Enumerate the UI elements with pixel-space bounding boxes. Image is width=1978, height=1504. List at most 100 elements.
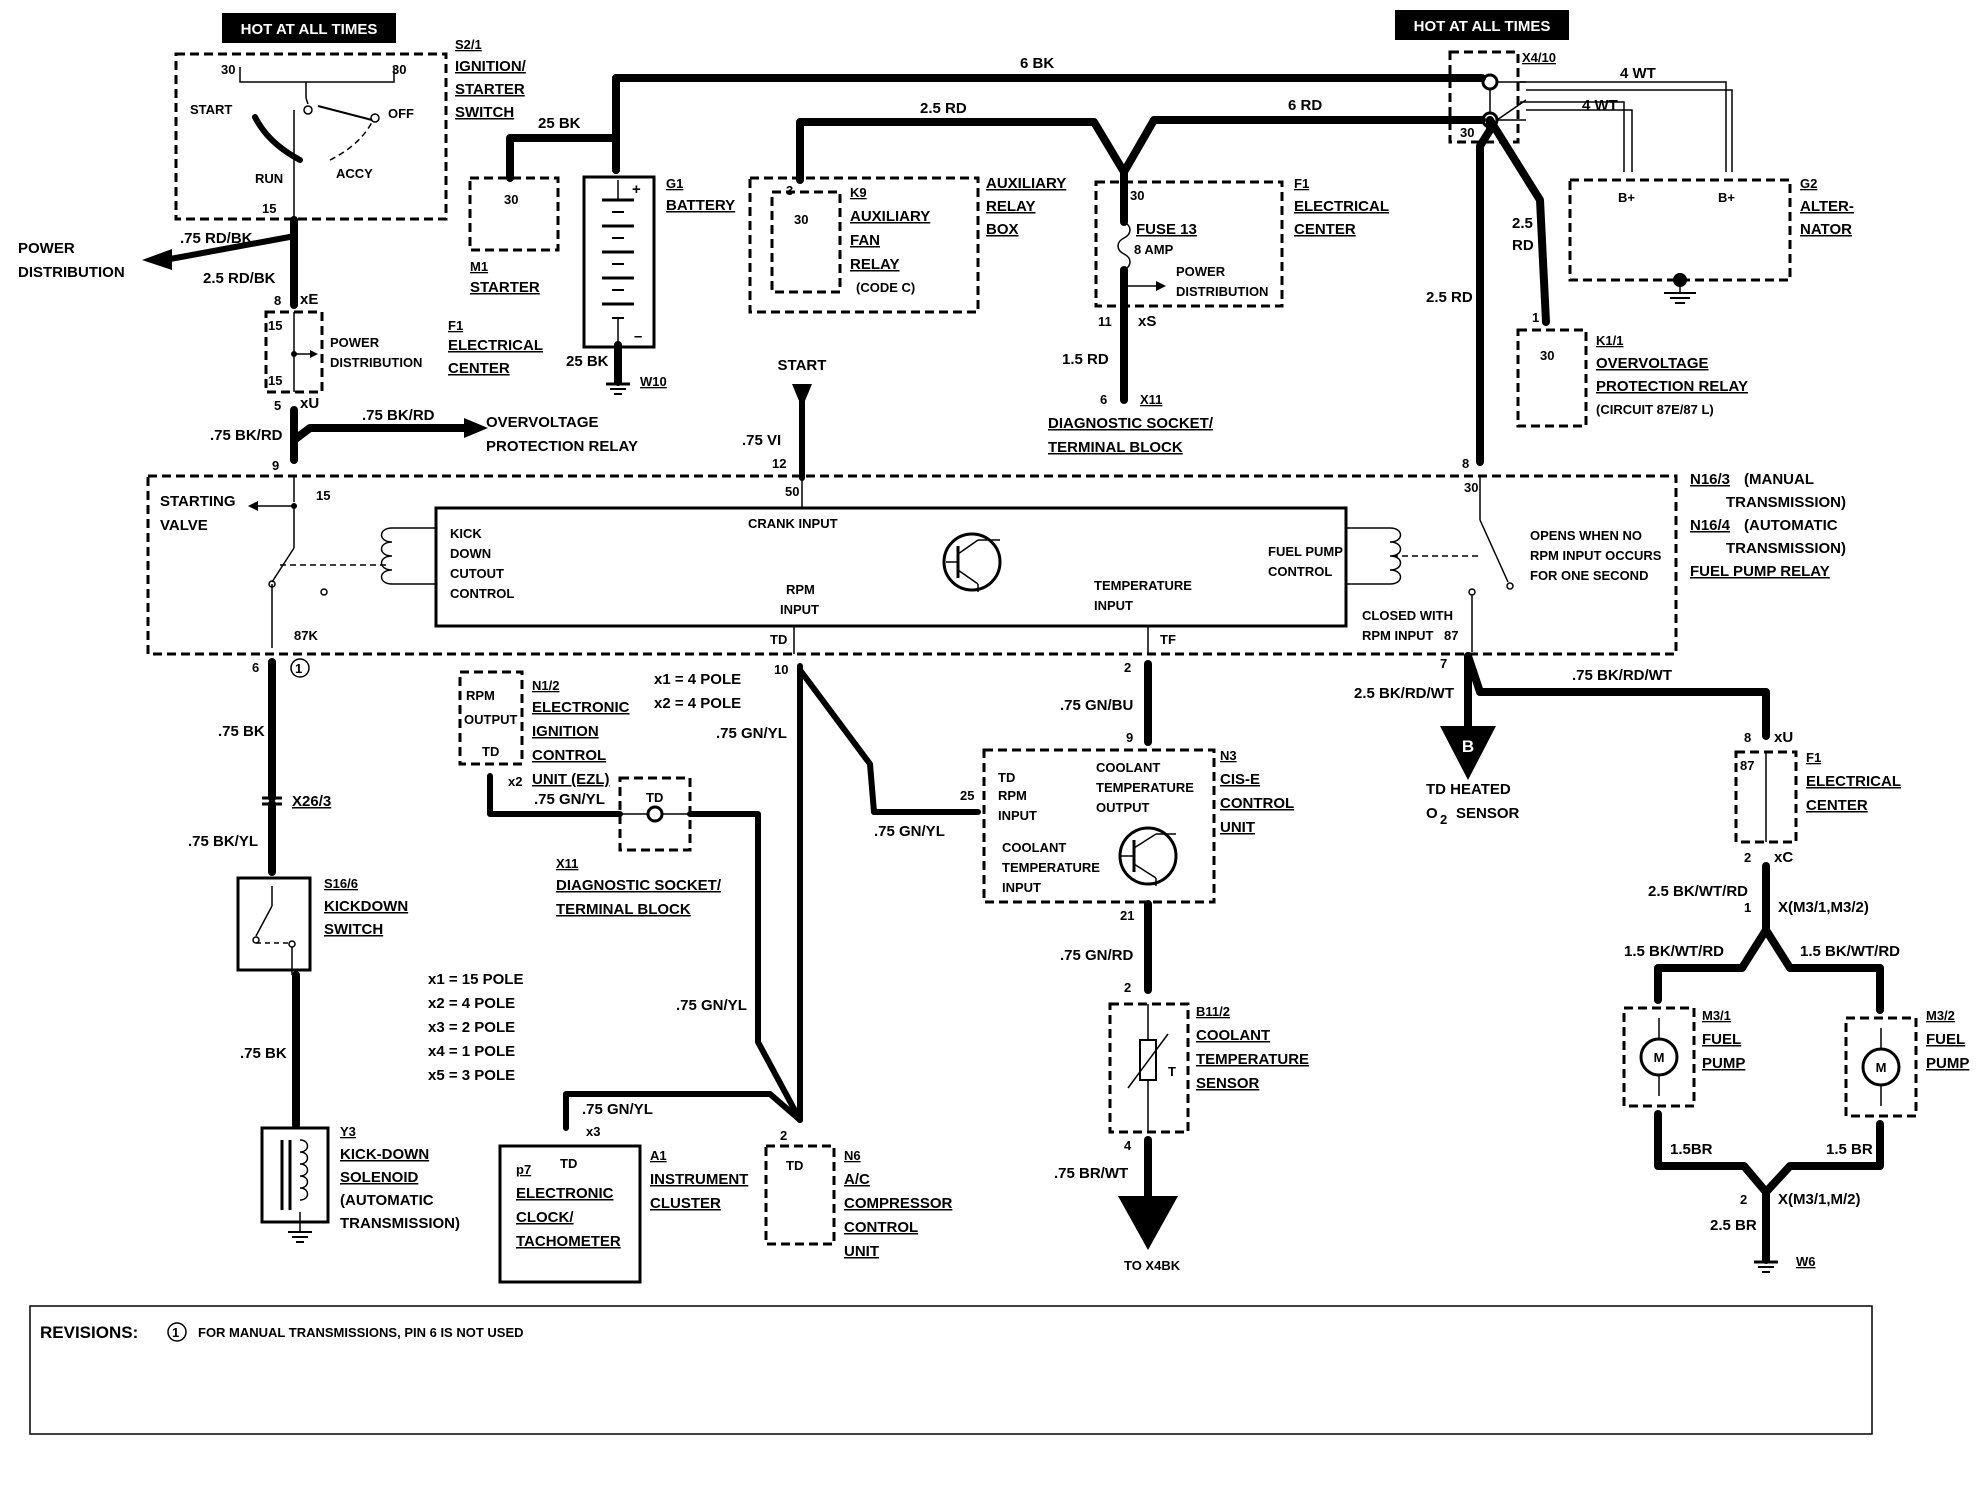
svg-text:X26/3: X26/3 [292,793,331,810]
svg-text:15: 15 [268,373,282,388]
svg-text:G1: G1 [666,176,683,191]
svg-text:X(M3/1,M/2): X(M3/1,M/2) [1778,1191,1861,1208]
svg-text:TD: TD [646,790,663,805]
svg-text:ELECTRICAL: ELECTRICAL [1806,773,1901,790]
svg-text:.75 BK/RD/WT: .75 BK/RD/WT [1572,667,1672,684]
wire-gn-yl-diag-to-n6 [687,811,803,1123]
svg-text:p7: p7 [516,1162,531,1177]
svg-text:1: 1 [172,1325,179,1340]
svg-text:BATTERY: BATTERY [666,197,735,214]
wire-gn-yl-to-p7 [563,1091,803,1131]
svg-text:TD: TD [998,770,1015,785]
svg-text:W10: W10 [640,374,667,389]
svg-text:RELAY: RELAY [850,256,899,273]
svg-text:xS: xS [1138,313,1156,330]
svg-text:OVERVOLTAGE: OVERVOLTAGE [486,414,599,431]
svg-text:FUSE 13: FUSE 13 [1136,221,1197,238]
svg-text:COOLANT: COOLANT [1096,760,1160,775]
svg-text:ALTER-: ALTER- [1800,198,1854,215]
f1-electrical-center-left: 15 15 POWER DISTRIBUTION F1 ELECTRICAL C… [264,310,543,413]
svg-text:15: 15 [268,318,282,333]
wire-6-rd [1120,116,1474,176]
svg-text:FUEL PUMP: FUEL PUMP [1268,544,1343,559]
svg-text:TRANSMISSION): TRANSMISSION) [1726,540,1846,557]
svg-text:COOLANT: COOLANT [1196,1027,1270,1044]
svg-text:NATOR: NATOR [1800,221,1852,238]
svg-text:OUTPUT: OUTPUT [1096,800,1150,815]
svg-text:N1/2: N1/2 [532,678,559,693]
wire-br-15-a [1654,1110,1770,1196]
svg-text:.75 BK/RD: .75 BK/RD [210,427,283,444]
svg-text:AUXILIARY: AUXILIARY [986,175,1066,192]
svg-text:STARTER: STARTER [470,279,540,296]
svg-text:87: 87 [1444,628,1458,643]
svg-text:KICK: KICK [450,526,482,541]
svg-text:4: 4 [1124,1138,1132,1153]
svg-text:INPUT: INPUT [1002,880,1041,895]
svg-text:SWITCH: SWITCH [455,104,514,121]
svg-text:PROTECTION RELAY: PROTECTION RELAY [486,438,638,455]
kickdown-solenoid-y3: Y3 KICK-DOWN SOLENOID (AUTOMATIC TRANSMI… [260,1124,460,1243]
svg-text:B+: B+ [1718,190,1735,205]
svg-text:2: 2 [1440,812,1447,827]
ignition-starter-switch: 30 30 START OFF RUN ACCY 15 S2/1 IGNITIO… [174,37,527,221]
svg-text:COMPRESSOR: COMPRESSOR [844,1195,953,1212]
svg-text:25 BK: 25 BK [566,353,609,370]
svg-text:DISTRIBUTION: DISTRIBUTION [18,264,125,281]
svg-text:SENSOR: SENSOR [1196,1075,1260,1092]
svg-text:ACCY: ACCY [336,166,373,181]
svg-text:K9: K9 [850,185,867,200]
svg-text:POWER: POWER [1176,264,1226,279]
svg-text:CONTROL: CONTROL [532,747,606,764]
svg-text:8: 8 [274,293,281,308]
wire-gn-yl-to-n3 [797,667,981,815]
svg-text:B11/2: B11/2 [1196,1004,1230,1019]
svg-text:6: 6 [1100,392,1107,407]
svg-text:x1 = 4 POLE: x1 = 4 POLE [654,671,741,688]
svg-text:RPM INPUT OCCURS: RPM INPUT OCCURS [1530,548,1662,563]
svg-text:CONTROL: CONTROL [450,586,514,601]
svg-text:F1: F1 [1806,750,1821,765]
svg-text:INPUT: INPUT [998,808,1037,823]
svg-text:X4/10: X4/10 [1522,50,1556,65]
hot-banner-left-label: HOT AT ALL TIMES [241,21,378,38]
svg-text:.75 GN/BU: .75 GN/BU [1060,697,1133,714]
svg-text:10: 10 [774,662,788,677]
svg-text:3: 3 [786,183,793,198]
svg-text:.75 GN/YL: .75 GN/YL [582,1101,653,1118]
svg-text:OFF: OFF [388,106,414,121]
svg-text:RPM: RPM [786,582,815,597]
svg-text:M3/2: M3/2 [1926,1008,1955,1023]
svg-text:.75 GN/RD: .75 GN/RD [1060,947,1134,964]
svg-text:UNIT: UNIT [844,1243,879,1260]
svg-text:xU: xU [1774,729,1793,746]
svg-text:K1/1: K1/1 [1596,333,1623,348]
svg-text:T: T [1168,1064,1176,1079]
svg-text:30: 30 [794,212,808,227]
svg-text:TD: TD [482,744,499,759]
svg-text:x3: x3 [586,1124,600,1139]
svg-text:2.5 RD: 2.5 RD [1426,289,1473,306]
svg-text:5: 5 [274,398,281,413]
svg-text:OUTPUT: OUTPUT [464,712,518,727]
svg-text:RPM: RPM [998,788,1027,803]
svg-text:(CODE C): (CODE C) [856,280,915,295]
svg-text:2: 2 [780,1128,787,1143]
svg-text:2.5 RD: 2.5 RD [920,100,967,117]
svg-text:A/C: A/C [844,1171,870,1188]
wire-bk-wt-rd-15-b [1762,926,1884,1014]
svg-text:DIAGNOSTIC SOCKET/: DIAGNOSTIC SOCKET/ [1048,415,1214,432]
svg-text:DISTRIBUTION: DISTRIBUTION [330,355,422,370]
svg-text:SENSOR: SENSOR [1456,805,1520,822]
svg-text:x1 = 15 POLE: x1 = 15 POLE [428,971,523,988]
svg-text:1: 1 [295,661,302,676]
power-distribution-left: POWER DISTRIBUTION .75 RD/BK 2.5 RD/BK [18,230,298,287]
svg-text:CONTROL: CONTROL [1220,795,1294,812]
svg-text:+: + [632,181,641,198]
cis-e-control-unit-n3: TD RPM INPUT COOLANT TEMPERATURE OUTPUT … [982,748,1294,923]
svg-text:25: 25 [960,788,974,803]
svg-text:TF: TF [1160,632,1176,647]
starter-m1: 30 M1 STARTER [468,176,560,296]
hot-banner-right-label: HOT AT ALL TIMES [1414,18,1551,35]
svg-text:30: 30 [504,192,518,207]
